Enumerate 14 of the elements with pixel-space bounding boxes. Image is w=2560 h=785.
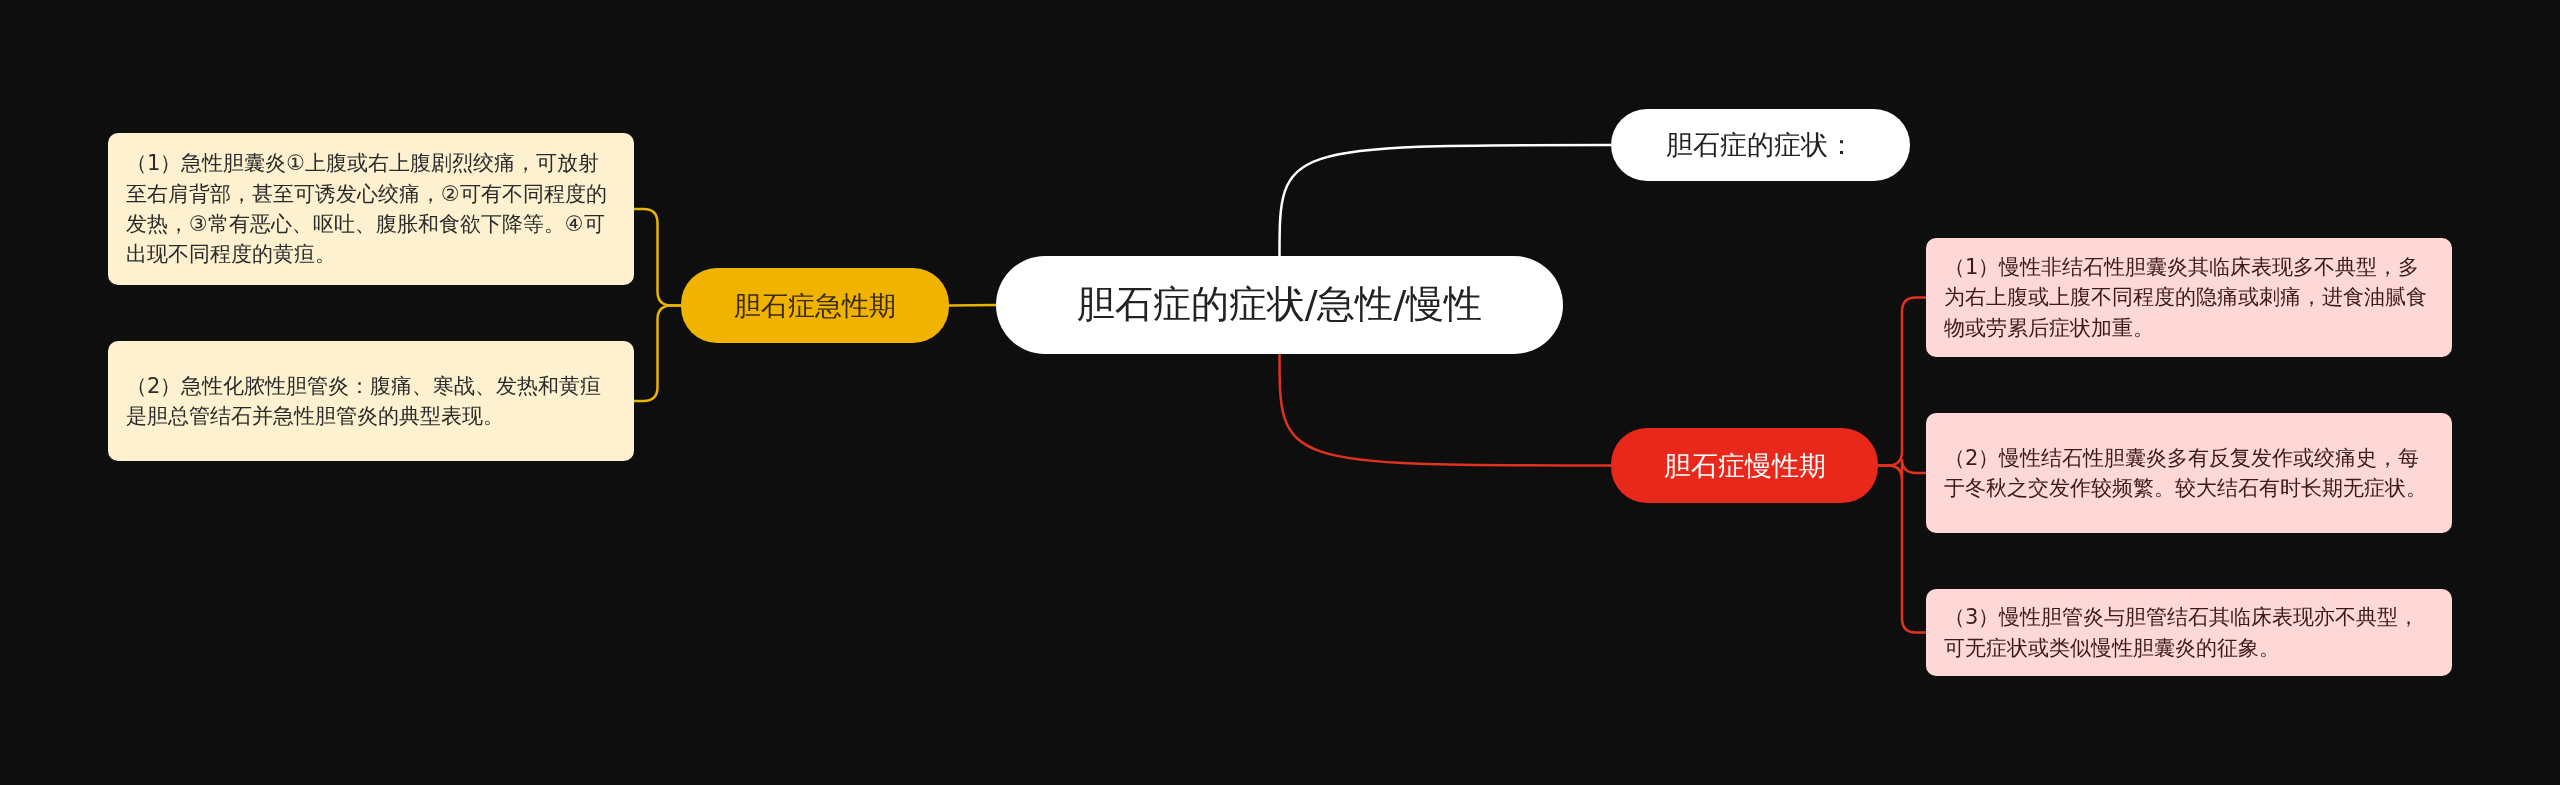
connector-line: [949, 303, 996, 307]
note-card: （1）急性胆囊炎①上腹或右上腹剧烈绞痛，可放射至右肩背部，甚至可诱发心绞痛，②可有不同程度的发热，③常有恶心、呕吐、腹胀和食欲下降等。④可出现不同程度的黄疸。: [108, 133, 634, 285]
topic-node: 胆石症急性期: [681, 268, 949, 343]
note-card: （1）慢性非结石性胆囊炎其临床表现多不典型，多为右上腹或上腹不同程度的隐痛或刺痛，进食油腻食物或劳累后症状加重。: [1926, 238, 2452, 357]
central-topic: 胆石症的症状/急性/慢性: [996, 256, 1563, 354]
connector-line: [1278, 354, 1611, 467]
topic-node: 胆石症的症状：: [1611, 109, 1910, 181]
note-card: （3）慢性胆管炎与胆管结石其临床表现亦不典型，可无症状或类似慢性胆囊炎的征象。: [1926, 589, 2452, 676]
connector-line: [634, 304, 681, 403]
topic-node: 胆石症慢性期: [1611, 428, 1878, 503]
note-card: （2）慢性结石性胆囊炎多有反复发作或绞痛史，每于冬秋之交发作较频繁。较大结石有时长期无症状。: [1926, 413, 2452, 533]
connector-line: [1878, 464, 1926, 634]
connector-line: [1278, 143, 1611, 256]
note-card: （2）急性化脓性胆管炎：腹痛、寒战、发热和黄疸是胆总管结石并急性胆管炎的典型表现。: [108, 341, 634, 461]
